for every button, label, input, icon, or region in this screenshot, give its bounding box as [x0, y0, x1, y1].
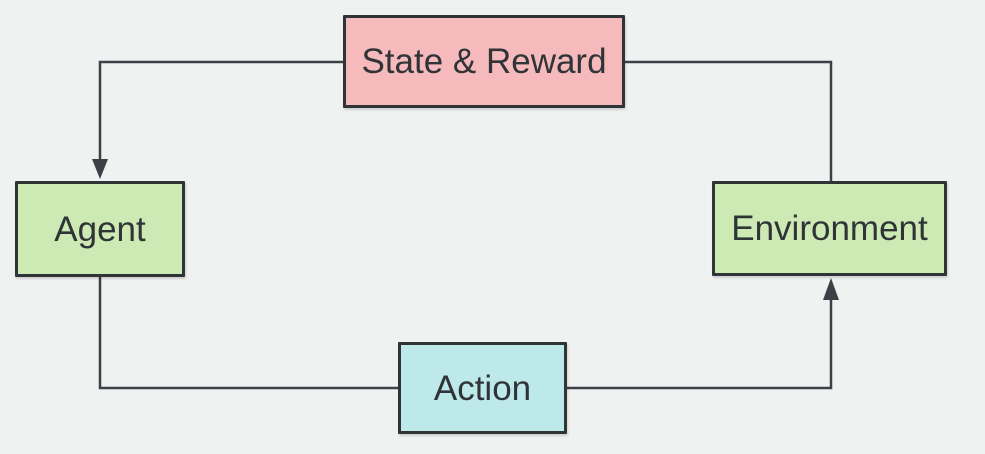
node-state-reward-label: State & Reward — [361, 42, 607, 81]
edge-state-reward-to-agent — [98, 60, 343, 161]
node-agent: Agent — [15, 181, 185, 277]
node-state-reward: State & Reward — [343, 15, 625, 108]
arrowhead-into-environment-icon — [823, 278, 839, 300]
node-environment: Environment — [712, 181, 947, 276]
edge-agent-to-action — [98, 277, 398, 390]
node-action: Action — [398, 342, 567, 434]
node-environment-label: Environment — [731, 209, 928, 248]
edge-environment-to-state-reward — [625, 60, 833, 181]
edge-action-to-environment — [567, 300, 833, 390]
node-action-label: Action — [433, 368, 532, 408]
arrowhead-into-agent-icon — [92, 159, 108, 179]
node-agent-label: Agent — [54, 209, 146, 249]
